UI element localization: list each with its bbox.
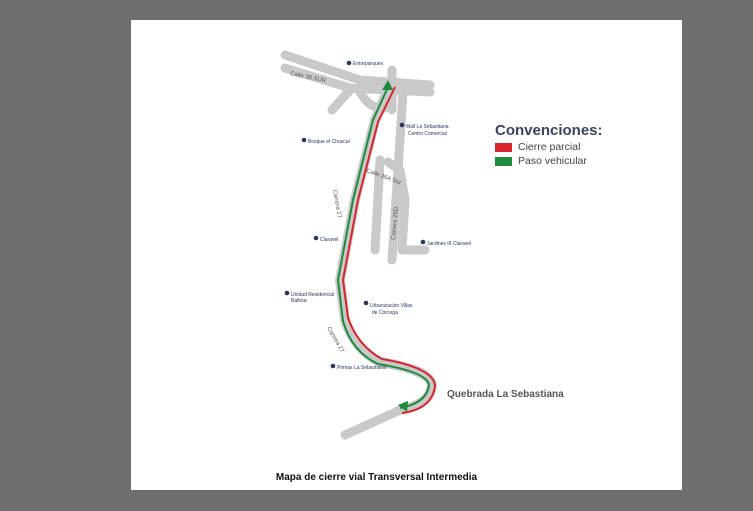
road-bottom [340, 405, 405, 440]
legend-swatch [495, 156, 512, 166]
map-pin-icon [363, 300, 369, 306]
map-pin-icon [313, 235, 319, 241]
poi-label: Balboa [291, 298, 307, 304]
street-label: Carrera 26D [391, 206, 400, 240]
poi-label: Claravel [320, 237, 338, 243]
poi-label: Mall La Sebastiana [406, 124, 449, 130]
legend-label: Paso vehicular [518, 155, 587, 167]
poi-label: Centro Comercial [408, 131, 447, 137]
legend-label: Cierre parcial [518, 141, 581, 153]
poi-label: Urbanización Villas [370, 303, 413, 309]
poi-label: de Córcega [372, 310, 398, 316]
poi-label: Bosque el Chuscal [308, 139, 350, 145]
legend-item-cierre: Cierre parcial [495, 141, 603, 153]
quebrada-label: Quebrada La Sebastiana [447, 389, 564, 400]
map-pin-icon [399, 122, 405, 128]
poi-label: Entreparques [353, 61, 384, 67]
arrow-west-icon [398, 401, 408, 412]
route-paso-vehicular [336, 84, 431, 409]
road-calle-36-sur [280, 50, 435, 90]
street-label: Carrera 27 [325, 326, 345, 354]
poi-label: Unidad Residencial [291, 292, 334, 298]
street-label: Carrera 27 [331, 189, 342, 219]
legend-swatch [495, 142, 512, 152]
legend: Convenciones: Cierre parcial Paso vehicu… [495, 122, 603, 167]
poi-label: Jardines III Claravel [427, 241, 471, 247]
legend-item-paso: Paso vehicular [495, 155, 603, 167]
arrow-north-icon [382, 80, 393, 90]
road-carrera-26d [383, 157, 430, 255]
poi-label: Primas La Sebastiana [337, 365, 386, 371]
map-caption: Mapa de cierre vial Transversal Intermed… [275, 472, 478, 483]
route-cierre-parcial [341, 86, 437, 414]
map-pin-icon [420, 239, 426, 245]
map-pin-icon [284, 290, 290, 296]
legend-title: Convenciones: [495, 122, 603, 139]
map-pin-icon [301, 137, 307, 143]
poi-pins [284, 60, 426, 369]
roads [280, 50, 437, 440]
map-pin-icon [346, 60, 352, 66]
map-pin-icon [330, 363, 336, 369]
